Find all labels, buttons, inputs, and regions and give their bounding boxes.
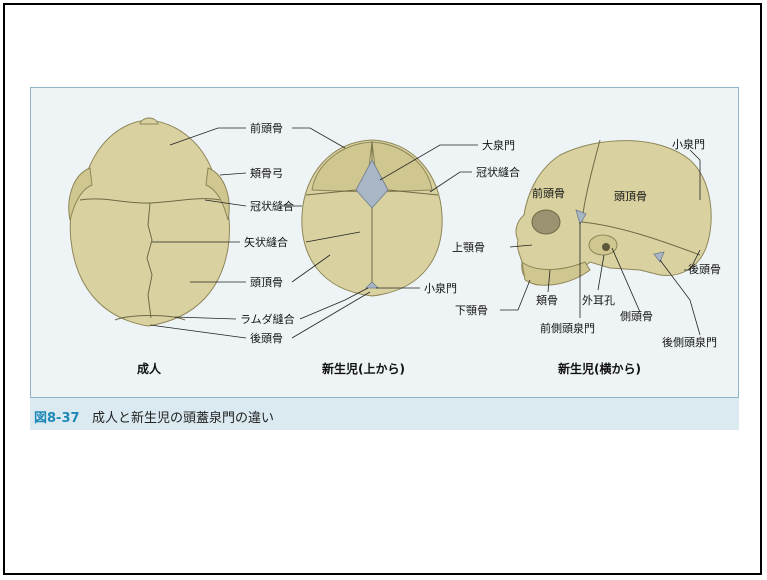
label-maxilla: 上顎骨 [452,241,485,254]
newborn-side-skull [515,139,712,286]
label-anterior-temporal-fontanelle: 前側頭泉門 [540,321,595,335]
newborn-top-skull [301,139,443,297]
newborn-top-labels: 大泉門 冠状縫合 小泉門 [376,138,520,295]
newborn-side-title: 新生児(横から) [558,361,641,376]
newborn-top-title: 新生児(上から) [322,361,405,376]
label-anterior-fontanelle: 大泉門 [482,138,515,152]
figure-caption: 成人と新生児の頭蓋泉門の違い [92,411,275,426]
label-mandible: 下顎骨 [455,304,488,317]
label-coronal-suture: 冠状縫合 [250,199,294,213]
label-temporal-bone: 側頭骨 [620,310,653,323]
label-parietal-bone-side: 頭頂骨 [614,190,647,203]
label-occipital-bone-side: 後頭骨 [688,262,721,276]
adult-skull [68,117,230,327]
label-parietal-bone: 頭頂骨 [250,276,283,289]
label-occipital-bone: 後頭骨 [250,331,283,345]
label-zygomatic-bone: 頬骨 [536,293,558,307]
caption-band [30,398,739,430]
adult-title: 成人 [137,361,162,376]
label-posterior-fontanelle: 小泉門 [424,281,457,295]
newborn-side-labels: 小泉門 前頭骨 頭頂骨 上顎骨 後頭骨 下顎骨 頬骨 外耳孔 側頭骨 前側頭泉門… [452,137,721,349]
label-posterior-temporal-fontanelle: 後側頭泉門 [662,335,717,349]
label-posterior-fontanelle-side: 小泉門 [672,137,705,151]
label-lambdoid-suture: ラムダ縫合 [240,312,295,326]
shared-leader-lines [282,127,371,339]
label-zygomatic-arch: 頬骨弓 [250,166,283,180]
label-sagittal-suture: 矢状縫合 [244,235,288,249]
label-coronal-suture-newborn: 冠状縫合 [476,165,520,179]
label-external-ear-canal: 外耳孔 [582,294,615,307]
figure-number: 図8-37 [34,411,80,426]
label-frontal-bone: 前頭骨 [250,121,283,135]
label-frontal-bone-side: 前頭骨 [532,186,565,200]
adult-labels: 前頭骨 頬骨弓 冠状縫合 矢状縫合 頭頂骨 ラムダ縫合 後頭骨 [149,121,295,345]
